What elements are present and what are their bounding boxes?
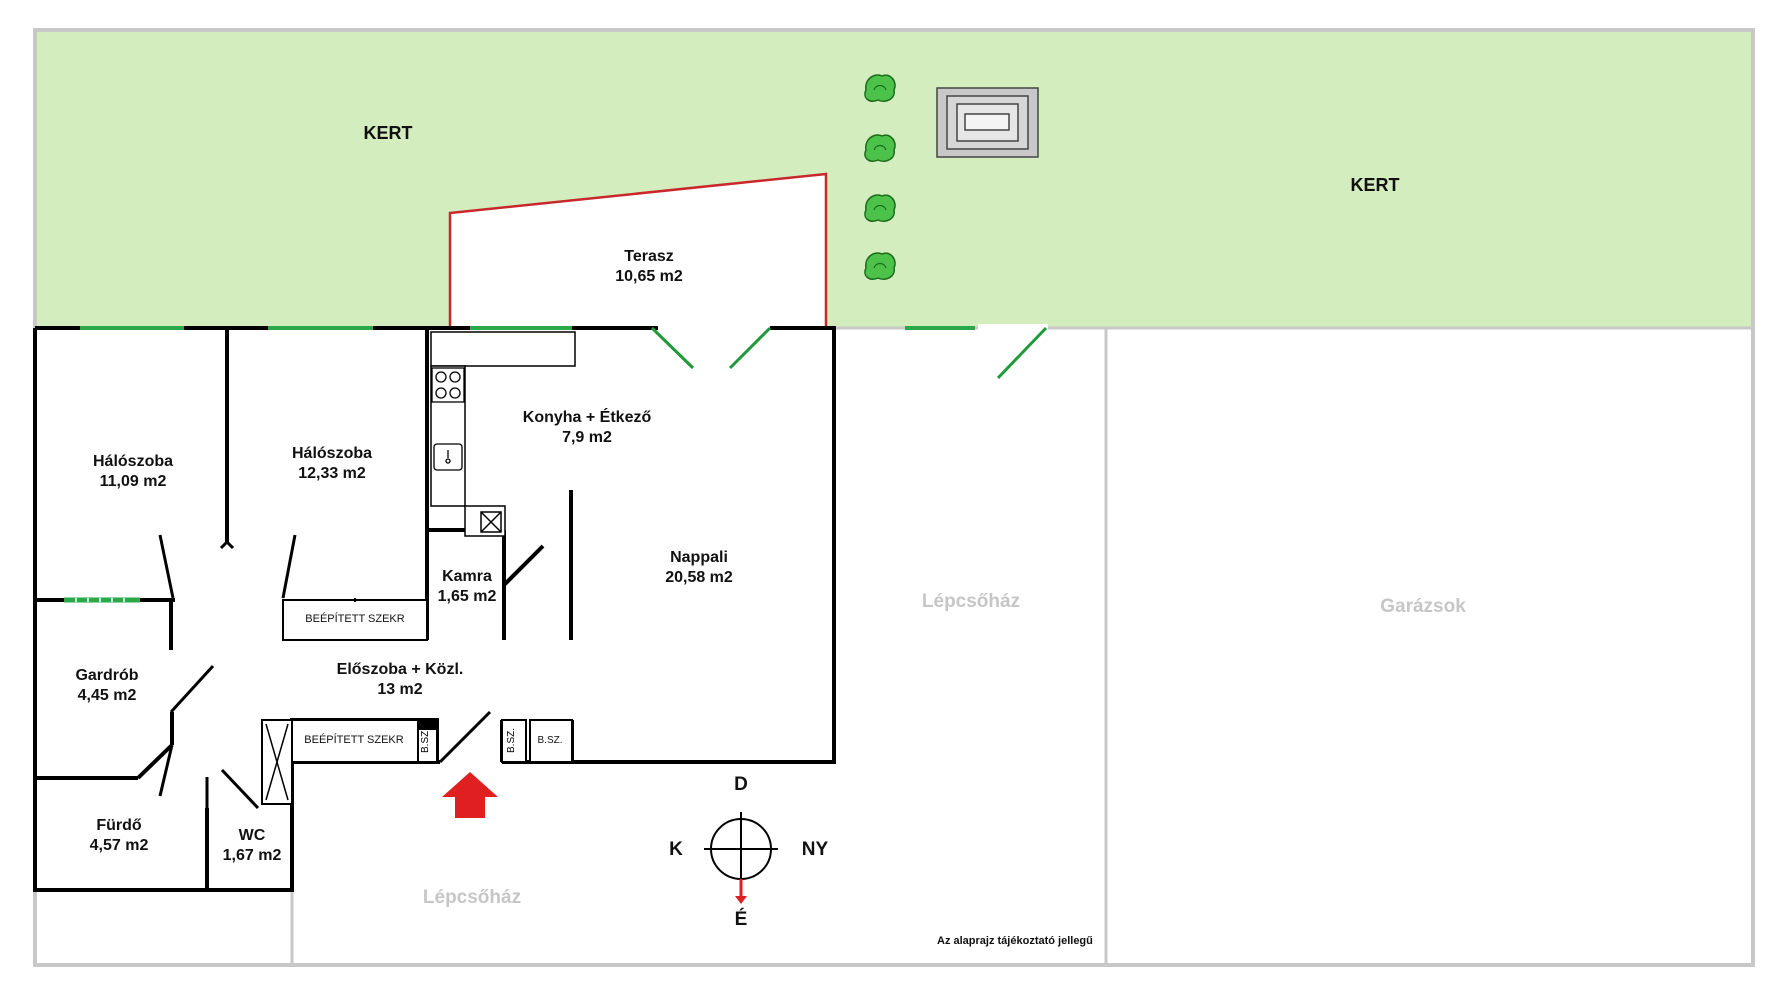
- fridge-icon: [480, 511, 502, 533]
- compass-west-label: NY: [801, 839, 829, 860]
- terrace-area: [450, 174, 826, 328]
- bedroom1-name: Hálószoba: [92, 453, 174, 470]
- stairwell-right-label: Lépcsőház: [921, 591, 1021, 612]
- garden-label-right: KERT: [1350, 175, 1400, 195]
- hall-name: Előszoba + Közl.: [336, 661, 464, 678]
- stairwell-bottom-label: Lépcsőház: [422, 887, 522, 908]
- builtin-closet-label-2: BEÉPÍTETT SZEKR: [304, 734, 404, 746]
- bedroom1-label: Hálószoba 11,09 m2: [93, 452, 173, 492]
- compass-south-label: D: [734, 774, 748, 795]
- kitchen-name: Konyha + Étkező: [522, 409, 652, 426]
- bedroom2-name: Hálószoba: [291, 445, 373, 462]
- living-name: Nappali: [670, 549, 728, 566]
- bsz-cabinet-1: [501, 719, 527, 763]
- kitchen-area: 7,9 m2: [562, 429, 612, 446]
- terrace-name: Terasz: [624, 248, 674, 265]
- garden-area: [35, 30, 1753, 328]
- bsz-cabinet-2: [529, 719, 573, 763]
- wardrobe-area: 4,45 m2: [77, 687, 137, 704]
- living-area: 20,58 m2: [665, 569, 733, 586]
- garages-label: Garázsok: [1380, 596, 1466, 617]
- pantry-label: Kamra 1,65 m2: [438, 567, 497, 607]
- sink-icon: [433, 443, 463, 471]
- entrance-arrow-icon: [442, 772, 498, 818]
- bedroom1-area: 11,09 m2: [99, 473, 167, 490]
- builtin-closet-label-1: BEÉPÍTETT SZEKR: [305, 613, 405, 625]
- bedroom-doors: [158, 534, 492, 810]
- terrace-door: [650, 324, 772, 370]
- stove-icon: [431, 367, 465, 403]
- bedroom1-closet: [64, 597, 140, 603]
- tree-icon: [864, 194, 896, 222]
- pantry-name: Kamra: [442, 568, 492, 585]
- garden-label-left: KERT: [363, 123, 413, 143]
- disclaimer-text: Az alaprajz tájékoztató jellegű: [937, 935, 1093, 947]
- terrace-label: Terasz 10,65 m2: [615, 247, 683, 287]
- hall-area: 13 m2: [377, 681, 423, 698]
- terrace-area-label: 10,65 m2: [615, 268, 683, 285]
- bsz-label-2: B.SZ.: [506, 727, 518, 754]
- bathroom-name: Fürdő: [96, 817, 142, 834]
- living-label: Nappali 20,58 m2: [665, 548, 733, 588]
- tree-icon: [864, 134, 896, 162]
- wc-area: 1,67 m2: [222, 847, 282, 864]
- builtin-closet-bedroom2: [282, 599, 428, 641]
- bathroom-area: 4,57 m2: [89, 837, 149, 854]
- tree-icon: [864, 74, 896, 102]
- wc-label: WC 1,67 m2: [223, 826, 282, 866]
- compass-east-label: K: [669, 839, 683, 860]
- kitchen-label: Konyha + Étkező 7,9 m2: [523, 408, 651, 448]
- stairwell-garden-door: [978, 324, 1048, 380]
- raised-bed-icon: [936, 87, 1039, 158]
- bedroom2-area: 12,33 m2: [298, 465, 366, 482]
- compass-north-label: É: [734, 909, 748, 930]
- pantry-area: 1,65 m2: [437, 588, 497, 605]
- wc-name: WC: [238, 827, 266, 844]
- wardrobe-label: Gardrób 4,45 m2: [75, 666, 138, 706]
- bsz-label-3: B.SZ.: [537, 735, 563, 746]
- bsz-label-1: B.SZ.: [420, 727, 432, 754]
- interior-walls: [35, 328, 573, 890]
- compass-icon: [704, 812, 778, 904]
- wardrobe-name: Gardrób: [75, 667, 139, 684]
- terrace-outline: [448, 172, 828, 328]
- hall-label: Előszoba + Közl. 13 m2: [337, 660, 464, 700]
- bathroom-label: Fürdő 4,57 m2: [90, 816, 149, 856]
- tree-icon: [864, 252, 896, 280]
- bedroom2-label: Hálószoba 12,33 m2: [292, 444, 372, 484]
